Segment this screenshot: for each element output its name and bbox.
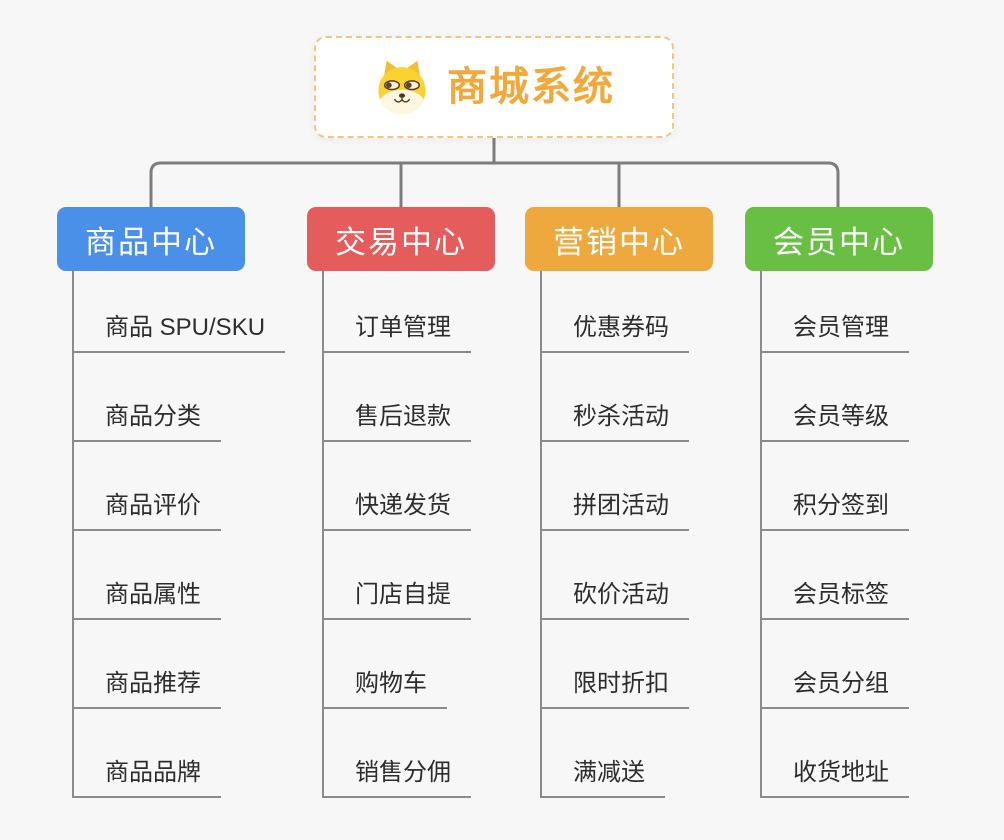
topic-item[interactable]: 商品 SPU/SKU: [72, 271, 286, 353]
topic-item[interactable]: 快递发货: [322, 442, 471, 531]
topic-item[interactable]: 积分签到: [760, 442, 909, 531]
branch-trade-center: 交易中心 订单管理 售后退款 快递发货 门店自提 购物车 销售分佣: [307, 207, 517, 807]
branch-trunk-line: [322, 271, 324, 798]
topic-item[interactable]: 会员分组: [760, 620, 909, 709]
topic-item[interactable]: 订单管理: [322, 271, 471, 353]
topic-item[interactable]: 砍价活动: [540, 531, 689, 620]
topic-label[interactable]: 秒杀活动: [540, 403, 689, 442]
branch-trunk-line: [760, 271, 762, 798]
topic-item[interactable]: 商品品牌: [72, 709, 285, 798]
topic-item[interactable]: 会员管理: [760, 271, 909, 353]
topic-label[interactable]: 商品属性: [72, 581, 221, 620]
topic-label[interactable]: 会员分组: [760, 670, 909, 709]
topic-label[interactable]: 商品 SPU/SKU: [72, 314, 286, 353]
branch-trunk-line: [72, 271, 74, 798]
topic-label[interactable]: 砍价活动: [540, 581, 689, 620]
topic-label[interactable]: 销售分佣: [322, 759, 471, 798]
topic-item[interactable]: 商品分类: [72, 353, 285, 442]
topic-label[interactable]: 商品推荐: [72, 670, 221, 709]
topic-item[interactable]: 门店自提: [322, 531, 471, 620]
root-topic[interactable]: 商城系统: [314, 36, 674, 138]
topic-item[interactable]: 收货地址: [760, 709, 909, 798]
branch-node-marketing-center[interactable]: 营销中心: [525, 207, 713, 271]
topic-label[interactable]: 会员标签: [760, 581, 909, 620]
topic-label[interactable]: 快递发货: [322, 492, 471, 531]
topic-label[interactable]: 收货地址: [760, 759, 909, 798]
branch-marketing-center: 营销中心 优惠券码 秒杀活动 拼团活动 砍价活动 限时折扣 满减送: [525, 207, 735, 807]
topic-label[interactable]: 会员等级: [760, 403, 909, 442]
branch-label: 商品中心: [85, 224, 217, 260]
root-topic-title: 商城系统: [447, 65, 615, 109]
topic-label[interactable]: 限时折扣: [540, 670, 689, 709]
branch-member-center: 会员中心 会员管理 会员等级 积分签到 会员标签 会员分组 收货地址: [745, 207, 955, 807]
topic-label[interactable]: 商品品牌: [72, 759, 221, 798]
branch-label: 交易中心: [335, 224, 467, 260]
topic-label[interactable]: 商品分类: [72, 403, 221, 442]
topic-label[interactable]: 会员管理: [760, 314, 909, 353]
branch-product-center: 商品中心 商品 SPU/SKU 商品分类 商品评价 商品属性 商品推荐 商品品牌: [57, 207, 286, 807]
branch-label: 营销中心: [553, 224, 685, 260]
topic-item[interactable]: 会员等级: [760, 353, 909, 442]
topic-item[interactable]: 商品属性: [72, 531, 285, 620]
topic-item[interactable]: 优惠券码: [540, 271, 689, 353]
topic-label[interactable]: 积分签到: [760, 492, 909, 531]
topic-label[interactable]: 售后退款: [322, 403, 471, 442]
topic-item[interactable]: 限时折扣: [540, 620, 689, 709]
branch-label: 会员中心: [773, 224, 905, 260]
topic-label[interactable]: 购物车: [322, 670, 447, 709]
topic-item[interactable]: 会员标签: [760, 531, 909, 620]
branch-node-member-center[interactable]: 会员中心: [745, 207, 933, 271]
topic-item[interactable]: 拼团活动: [540, 442, 689, 531]
topic-item[interactable]: 购物车: [322, 620, 471, 709]
topic-label[interactable]: 商品评价: [72, 492, 221, 531]
topic-label[interactable]: 拼团活动: [540, 492, 689, 531]
branch-node-product-center[interactable]: 商品中心: [57, 207, 245, 271]
topic-item[interactable]: 满减送: [540, 709, 689, 798]
topic-item[interactable]: 售后退款: [322, 353, 471, 442]
topic-label[interactable]: 订单管理: [322, 314, 471, 353]
topic-item[interactable]: 秒杀活动: [540, 353, 689, 442]
topic-item[interactable]: 商品评价: [72, 442, 285, 531]
branch-node-trade-center[interactable]: 交易中心: [307, 207, 495, 271]
topic-label[interactable]: 门店自提: [322, 581, 471, 620]
topic-item[interactable]: 销售分佣: [322, 709, 471, 798]
branch-trunk-line: [540, 271, 542, 798]
topic-label[interactable]: 满减送: [540, 759, 665, 798]
dog-mascot-icon: [378, 60, 426, 115]
topic-item[interactable]: 商品推荐: [72, 620, 285, 709]
topic-label[interactable]: 优惠券码: [540, 314, 689, 353]
